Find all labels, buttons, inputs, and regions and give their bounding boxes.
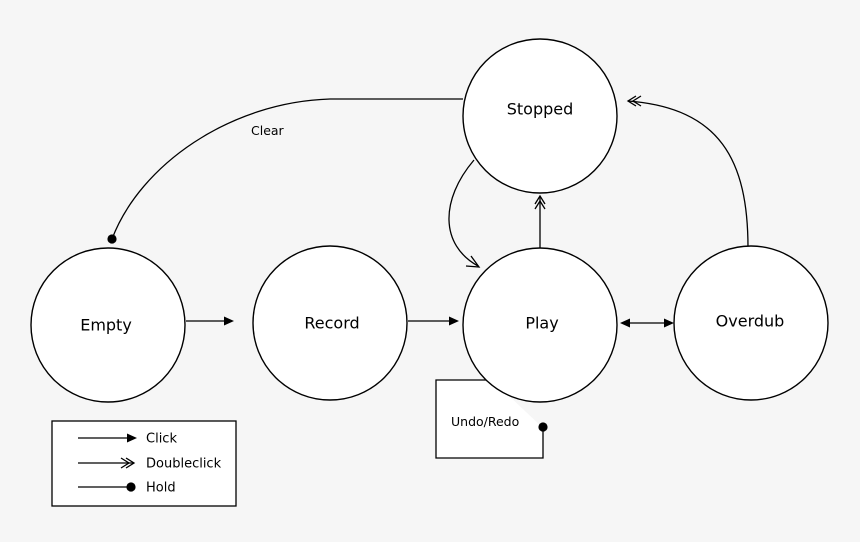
legend-doubleclick-label: Doubleclick	[146, 457, 222, 472]
double-arrowhead-play-stopped-1	[534, 194, 546, 205]
node-stopped-label: Stopped	[507, 100, 574, 119]
legend-click-arrowhead	[127, 433, 137, 443]
edge-label-clear: Clear	[251, 123, 285, 138]
node-record-label: Record	[304, 314, 359, 333]
edge-overdub-stopped	[627, 100, 749, 249]
arrowhead-to-play	[620, 318, 630, 328]
arrowhead-stopped-play	[465, 255, 481, 268]
legend: Click Doubleclick Hold	[51, 420, 237, 507]
hold-dot-undo-redo	[538, 422, 548, 432]
arrowhead-empty-record	[224, 316, 234, 326]
node-empty-label: Empty	[80, 316, 132, 335]
hold-dot-clear	[107, 234, 117, 244]
double-arrowhead-overdub-stopped-1	[626, 95, 637, 107]
legend-doubleclick-arrowhead-2	[120, 457, 131, 469]
legend-doubleclick-arrowhead-1	[125, 457, 136, 469]
double-arrowhead-play-stopped-2	[534, 199, 546, 210]
node-play: Play	[462, 247, 618, 403]
node-empty: Empty	[30, 247, 186, 403]
node-overdub-label: Overdub	[716, 312, 785, 331]
node-play-label: Play	[525, 314, 558, 333]
edge-stopped-play	[448, 159, 479, 267]
undo-redo-box	[435, 379, 544, 459]
arrowhead-to-overdub	[664, 318, 674, 328]
arrowhead-record-play	[449, 316, 459, 326]
node-stopped: Stopped	[462, 38, 618, 194]
edge-label-undo-redo: Undo/Redo	[451, 414, 519, 429]
legend-hold-dot	[126, 482, 136, 492]
node-overdub: Overdub	[673, 245, 829, 401]
node-record: Record	[252, 245, 408, 401]
legend-click-label: Click	[146, 432, 177, 447]
edge-clear	[111, 98, 463, 240]
legend-hold-label: Hold	[146, 481, 176, 496]
double-arrowhead-overdub-stopped-2	[631, 95, 642, 107]
